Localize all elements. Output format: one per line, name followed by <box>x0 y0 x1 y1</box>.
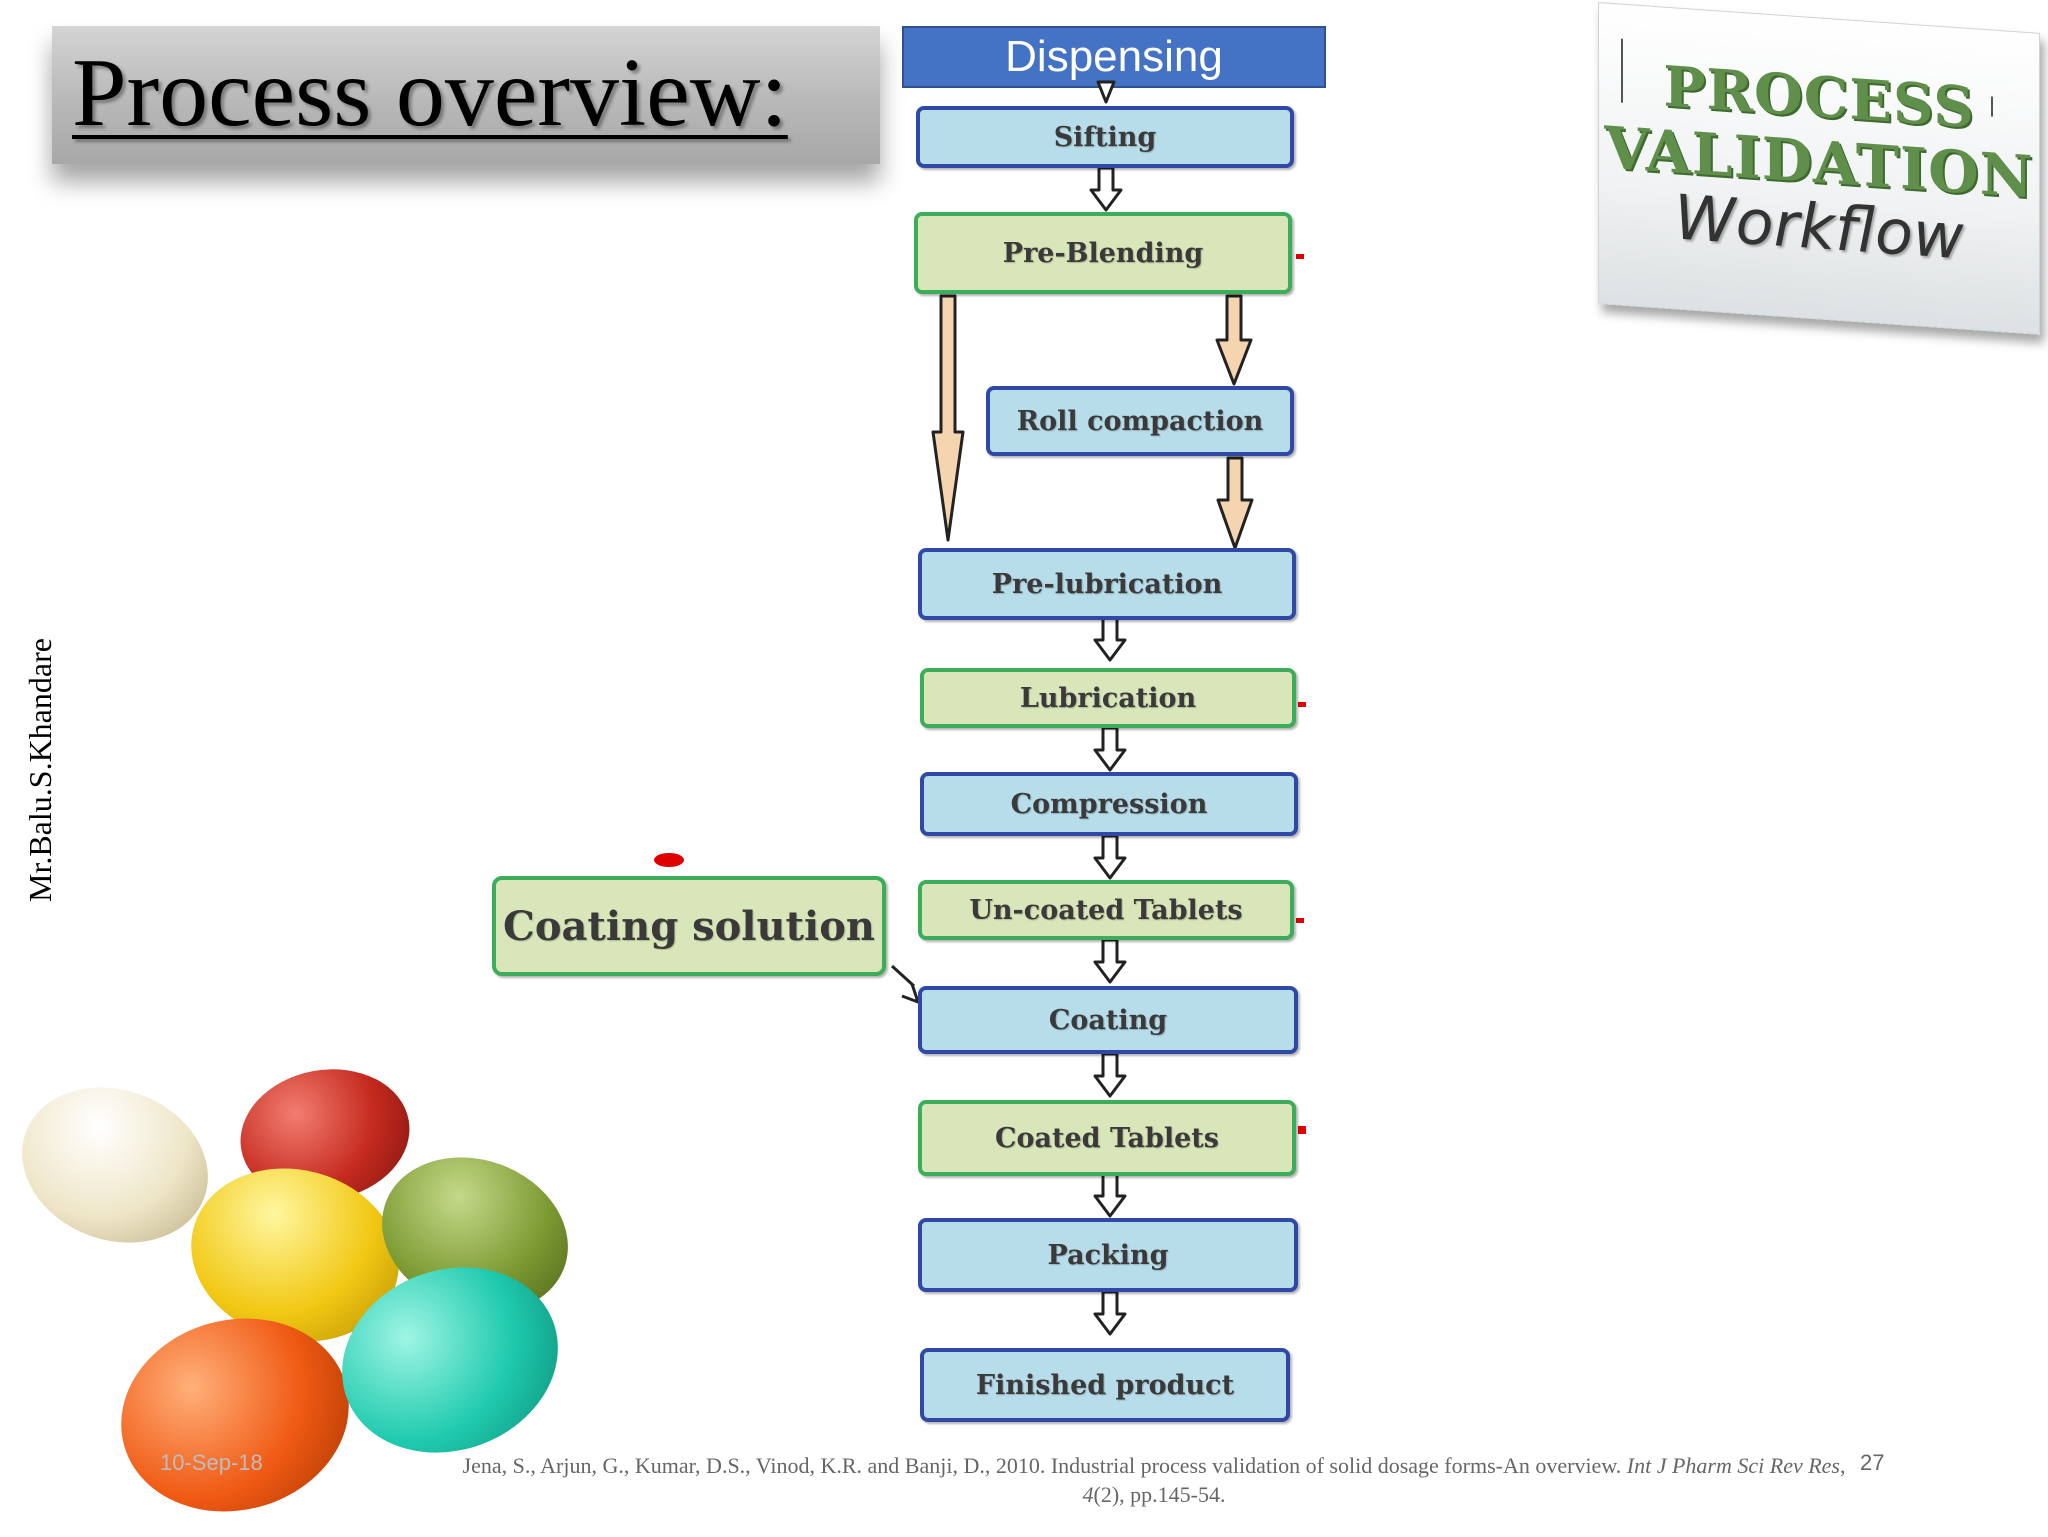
arrow-prelubrication-lubrication <box>1093 616 1127 662</box>
page-number: 27 <box>1860 1450 1885 1475</box>
step-finished-product: Finished product <box>920 1348 1290 1422</box>
citation-authors: Jena, S., Arjun, G., Kumar, D.S., Vinod,… <box>462 1453 1622 1478</box>
red-mark <box>1298 702 1306 707</box>
arrow-rollcompaction-prelubrication <box>1216 456 1254 550</box>
arrow-coating-coated <box>1093 1052 1127 1098</box>
arrow-packing-finished <box>1093 1290 1127 1336</box>
step-packing: Packing <box>918 1218 1298 1292</box>
citation-volume: 4 <box>1082 1481 1094 1507</box>
step-un-coated-tablets: Un-coated Tablets <box>918 880 1294 940</box>
step-coating: Coating <box>918 986 1298 1054</box>
arrow-dispensing-sifting <box>1096 80 1116 104</box>
arrow-coated-packing <box>1093 1172 1127 1218</box>
red-mark <box>1298 1126 1306 1134</box>
arrow-lubrication-compression <box>1093 726 1127 772</box>
arrow-preblending-prelubrication <box>931 294 965 542</box>
step-compression: Compression <box>920 772 1298 836</box>
step-pre-lubrication: Pre-lubrication <box>918 548 1296 620</box>
arrow-uncoated-coating <box>1093 938 1127 984</box>
coating-solution-input: Coating solution <box>492 876 886 976</box>
step-coated-tablets: Coated Tablets <box>918 1100 1296 1176</box>
arrow-compression-uncoated <box>1093 834 1127 880</box>
reference-citation: Jena, S., Arjun, G., Kumar, D.S., Vinod,… <box>462 1453 1846 1507</box>
red-mark <box>1296 918 1304 923</box>
page-title: Process overview: <box>72 39 788 147</box>
dispensing-step: Dispensing <box>902 26 1326 88</box>
arrow-coatingsolution-coating <box>890 964 921 1005</box>
slide-date: 10-Sep-18 <box>160 1450 263 1475</box>
step-sifting: Sifting <box>916 106 1294 168</box>
step-roll-compaction: Roll compaction <box>986 386 1294 456</box>
title-banner: Process overview: <box>52 26 880 164</box>
arrow-preblending-rollcompaction <box>1215 294 1253 386</box>
step-lubrication: Lubrication <box>920 668 1296 728</box>
arrow-sifting-preblending <box>1089 166 1123 212</box>
red-mark <box>654 853 684 867</box>
citation-pages: (2), pp.145-54. <box>1093 1481 1226 1507</box>
step-pre-blending: Pre-Blending <box>914 212 1292 294</box>
red-mark <box>1296 254 1304 259</box>
citation-journal: Int J Pharm Sci Rev Res <box>1626 1453 1840 1478</box>
